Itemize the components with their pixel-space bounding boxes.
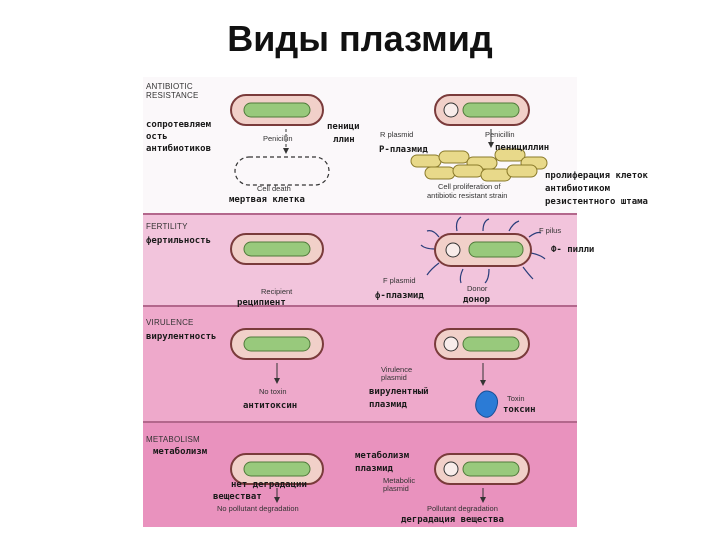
ru-f-plasmid: ф-плазмид xyxy=(375,291,424,301)
ru-proliferation-2: антибиотиком xyxy=(545,184,611,194)
label-virulence-plasmid-2: plasmid xyxy=(381,373,407,382)
bacterium-no-plasmid xyxy=(230,328,324,360)
ru-degradation: деградация вещества xyxy=(401,515,504,525)
bacterium-metabolic-plasmid xyxy=(434,453,530,485)
bacterium-no-metabolic-plasmid xyxy=(230,453,324,485)
toxin-icon xyxy=(475,390,499,418)
panel-divider xyxy=(143,305,577,307)
label-f-plasmid: F plasmid xyxy=(383,276,416,285)
ru-no-degradation-2: веществат xyxy=(213,492,262,502)
label-r-plasmid: R plasmid xyxy=(380,130,414,139)
label-cell-proliferation-2: antibiotic resistant strain xyxy=(427,191,508,200)
bacterium-r-plasmid xyxy=(434,94,530,126)
ru-resist-2: ость xyxy=(146,132,168,142)
label-cell-proliferation-1: Cell proliferation of xyxy=(438,182,501,191)
panel-divider xyxy=(143,213,577,215)
label-toxin: Toxin xyxy=(507,394,525,403)
label-f-pilus: F pilus xyxy=(539,226,562,235)
ru-resist-1: сопротевляем xyxy=(146,120,212,130)
ru-proliferation-1: пролиферация клеток xyxy=(545,171,648,181)
ru-cell-death: мертвая клетка xyxy=(229,195,305,205)
heading-fertility: FERTILITY xyxy=(146,222,188,231)
bacterium-donor xyxy=(434,233,532,267)
ru-proliferation-3: резистентного штама xyxy=(545,197,648,207)
label-metabolic-plasmid-1: Metabolic xyxy=(383,476,416,485)
ru-no-toxin: антитоксин xyxy=(243,401,298,411)
ru-fertility: фертильность xyxy=(146,236,212,246)
label-donor: Donor xyxy=(467,284,488,293)
ru-r-plasmid: Р-плазмид xyxy=(379,145,428,155)
bacterium-recipient xyxy=(230,233,324,265)
ru-donor: донор xyxy=(463,295,491,305)
diagram-artwork xyxy=(230,94,548,503)
label-metabolic-plasmid-2: plasmid xyxy=(383,484,409,493)
f-pilus-lines xyxy=(420,216,546,284)
ru-recipient: реципиент xyxy=(237,298,286,308)
ru-penicillin-bottom: ллин xyxy=(333,135,355,145)
proliferating-cells xyxy=(410,148,548,182)
bacterium-sensitive xyxy=(230,94,324,126)
ru-resist-3: антибиотиков xyxy=(146,144,212,154)
plasmid-types-diagram: ANTIBIOTIC RESISTANCE сопротевляем ость … xyxy=(143,77,648,527)
label-penicillin-right: Penicillin xyxy=(485,130,515,139)
ru-metabolism: метаболизм xyxy=(153,447,208,457)
heading-antibiotic: ANTIBIOTIC xyxy=(146,82,193,91)
label-pollutant-degradation: Pollutant degradation xyxy=(427,504,498,513)
ru-virulence-plasmid-1: вирулентный xyxy=(369,387,429,397)
page-title: Виды плазмид xyxy=(227,18,493,59)
ru-metabolic-plasmid-2: плазмид xyxy=(355,464,393,474)
ru-metabolic-plasmid-1: метаболизм xyxy=(355,451,410,461)
panel-virulence xyxy=(143,306,577,422)
label-virulence-plasmid-1: Virulence xyxy=(381,365,413,374)
panel-divider xyxy=(143,421,577,423)
ru-no-degradation-1: нет деградации xyxy=(231,480,307,490)
ru-virulence-plasmid-2: плазмид xyxy=(369,400,407,410)
label-cell-death: Cell death xyxy=(257,184,291,193)
label-no-pollutant-degradation: No pollutant degradation xyxy=(217,504,299,513)
ru-penicillin-top: пеници xyxy=(327,122,360,132)
heading-virulence: VIRULENCE xyxy=(146,318,194,327)
label-recipient: Recipient xyxy=(261,287,293,296)
label-penicillin-left: Penicillin xyxy=(263,134,293,143)
label-no-toxin: No toxin xyxy=(259,387,287,396)
ru-f-pilus: Ф- пилли xyxy=(551,245,595,255)
ru-toxin: токсин xyxy=(503,405,536,415)
dead-cell-outline xyxy=(234,156,330,186)
ru-penicillin-right: пенициллин xyxy=(495,143,550,153)
ru-virulence: вирулентность xyxy=(146,332,217,342)
heading-metabolism: METABOLISM xyxy=(146,435,200,444)
bacterium-virulence-plasmid xyxy=(434,328,530,360)
heading-resistance: RESISTANCE xyxy=(146,91,199,100)
